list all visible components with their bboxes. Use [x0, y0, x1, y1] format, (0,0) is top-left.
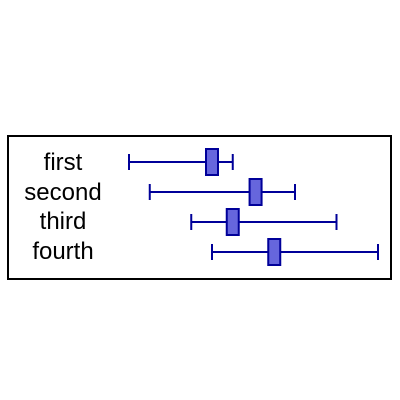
row-label-third: third — [40, 208, 87, 235]
row-label-second: second — [24, 179, 101, 206]
box-second — [248, 178, 263, 206]
box-third — [225, 208, 240, 236]
plot-area — [128, 148, 379, 266]
box-first — [205, 148, 219, 176]
row-label-fourth: fourth — [32, 238, 93, 265]
chart-frame — [7, 135, 392, 280]
box-fourth — [267, 238, 282, 266]
row-label-first: first — [44, 149, 83, 176]
